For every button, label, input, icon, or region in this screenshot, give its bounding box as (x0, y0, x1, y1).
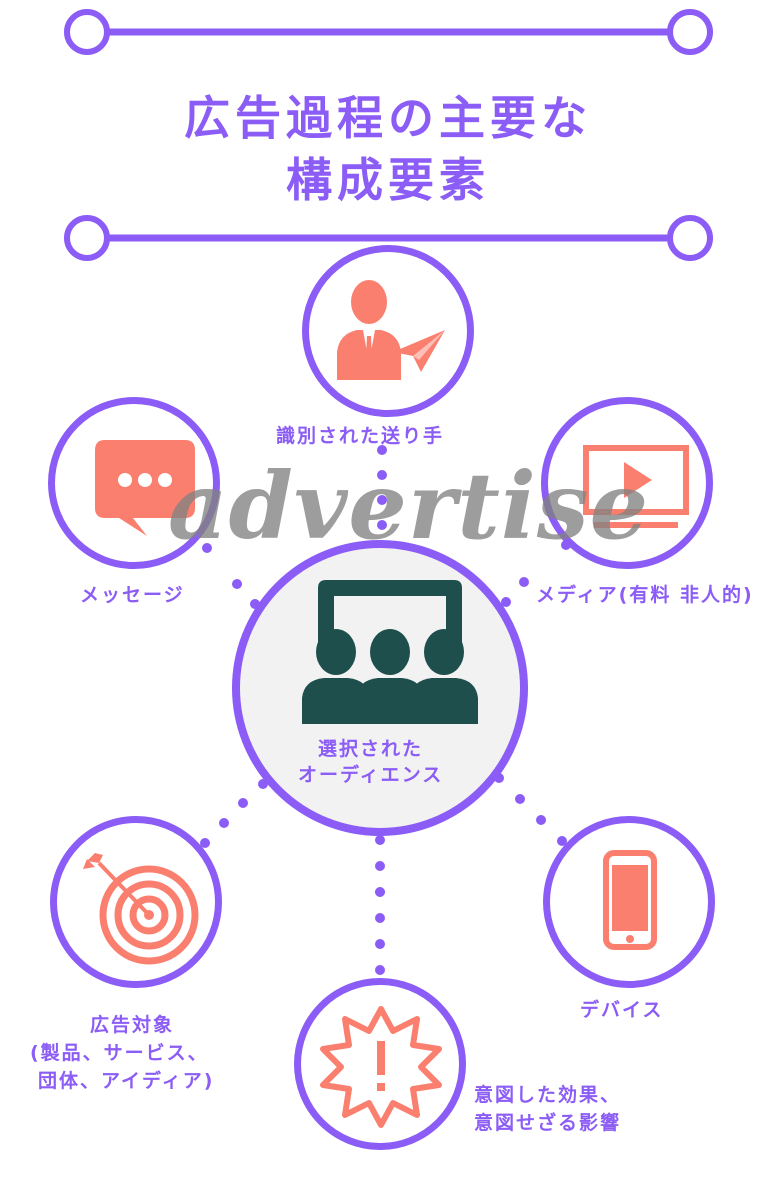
effect-node (294, 978, 466, 1150)
top-rule-right-end (667, 9, 713, 55)
sender-label: 識別された送り手 (276, 425, 445, 447)
businessman-icon (337, 280, 445, 380)
device-label: デバイス (580, 999, 664, 1021)
audience-label-line-1: 選択された (318, 738, 424, 760)
audience-presentation-icon (302, 580, 478, 724)
audience-label-line-2: オーディエンス (298, 764, 444, 786)
bottom-rule-left-end (64, 215, 110, 261)
media-node (541, 397, 713, 569)
target-label-line-3: 団体、アイディア) (38, 1070, 215, 1092)
audience-node (232, 540, 528, 836)
alert-burst-icon (320, 1006, 442, 1128)
effect-label-line-2: 意図せざる影響 (474, 1112, 622, 1134)
target-node (50, 816, 222, 988)
smartphone-icon (603, 850, 657, 950)
target-label-line-1: 広告対象 (90, 1014, 175, 1036)
top-rule-left-end (64, 9, 110, 55)
target-label-line-2: (製品、サービス、 (30, 1042, 209, 1064)
sender-node (302, 245, 474, 417)
title-line-1: 広告過程の主要な (184, 91, 592, 145)
effect-label-line-1: 意図した効果、 (474, 1084, 622, 1106)
title-line-2: 構成要素 (286, 153, 490, 207)
device-node (543, 816, 715, 988)
target-icon (83, 853, 199, 965)
video-screen-icon (583, 445, 689, 528)
message-label: メッセージ (80, 584, 185, 606)
chat-bubble-icon (95, 440, 195, 536)
media-label: メディア(有料 非人的) (536, 584, 754, 606)
message-node (48, 397, 220, 569)
bottom-rule-right-end (667, 215, 713, 261)
